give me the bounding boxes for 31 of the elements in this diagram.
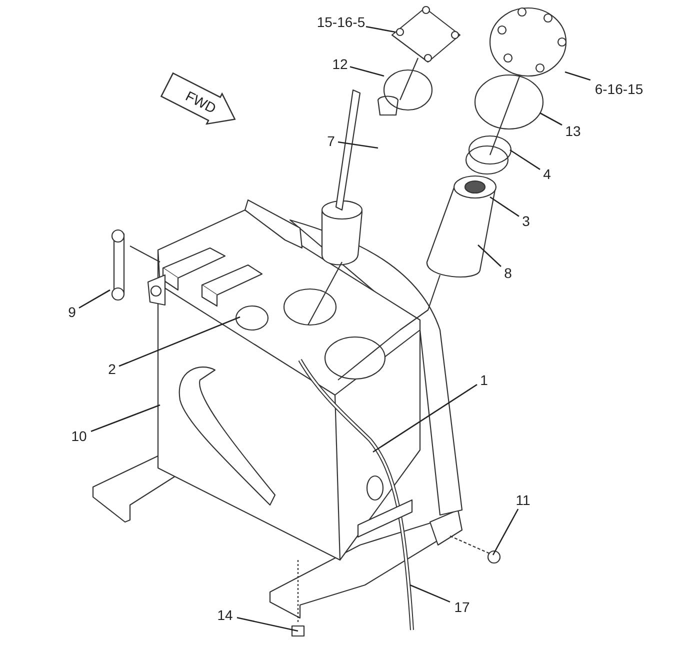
callout-number: 12 — [332, 56, 348, 72]
leader-line — [490, 196, 520, 217]
leader-line — [564, 71, 591, 81]
callout-number: 14 — [217, 607, 233, 623]
leader-line — [510, 149, 540, 170]
callout-number: 13 — [565, 123, 581, 139]
callout-number: 11 — [516, 492, 530, 508]
callout-number: 9 — [68, 304, 76, 320]
direction-label: FWD — [183, 88, 219, 116]
callout-number: 6-16-15 — [594, 81, 644, 97]
callout-number: 15-16-5 — [316, 14, 366, 30]
callout-number: 8 — [504, 265, 512, 281]
leader-line — [236, 617, 298, 632]
leader-line — [372, 384, 478, 453]
callout-number: 4 — [543, 166, 551, 182]
leader-line — [350, 66, 384, 77]
leader-line — [118, 316, 240, 367]
leader-line — [366, 26, 396, 33]
callout-number: 3 — [522, 213, 530, 229]
callout-number: 17 — [454, 599, 470, 615]
leader-line — [540, 112, 562, 126]
leader-line — [492, 508, 519, 556]
leader-line — [478, 244, 502, 267]
leader-line — [90, 404, 160, 432]
leader-line — [338, 141, 378, 149]
callout-number: 1 — [480, 372, 488, 388]
leader-line — [410, 584, 450, 603]
leader-line — [78, 289, 110, 308]
callout-number: 2 — [108, 361, 116, 377]
callout-number: 7 — [327, 133, 335, 149]
callout-number: 10 — [71, 428, 87, 444]
